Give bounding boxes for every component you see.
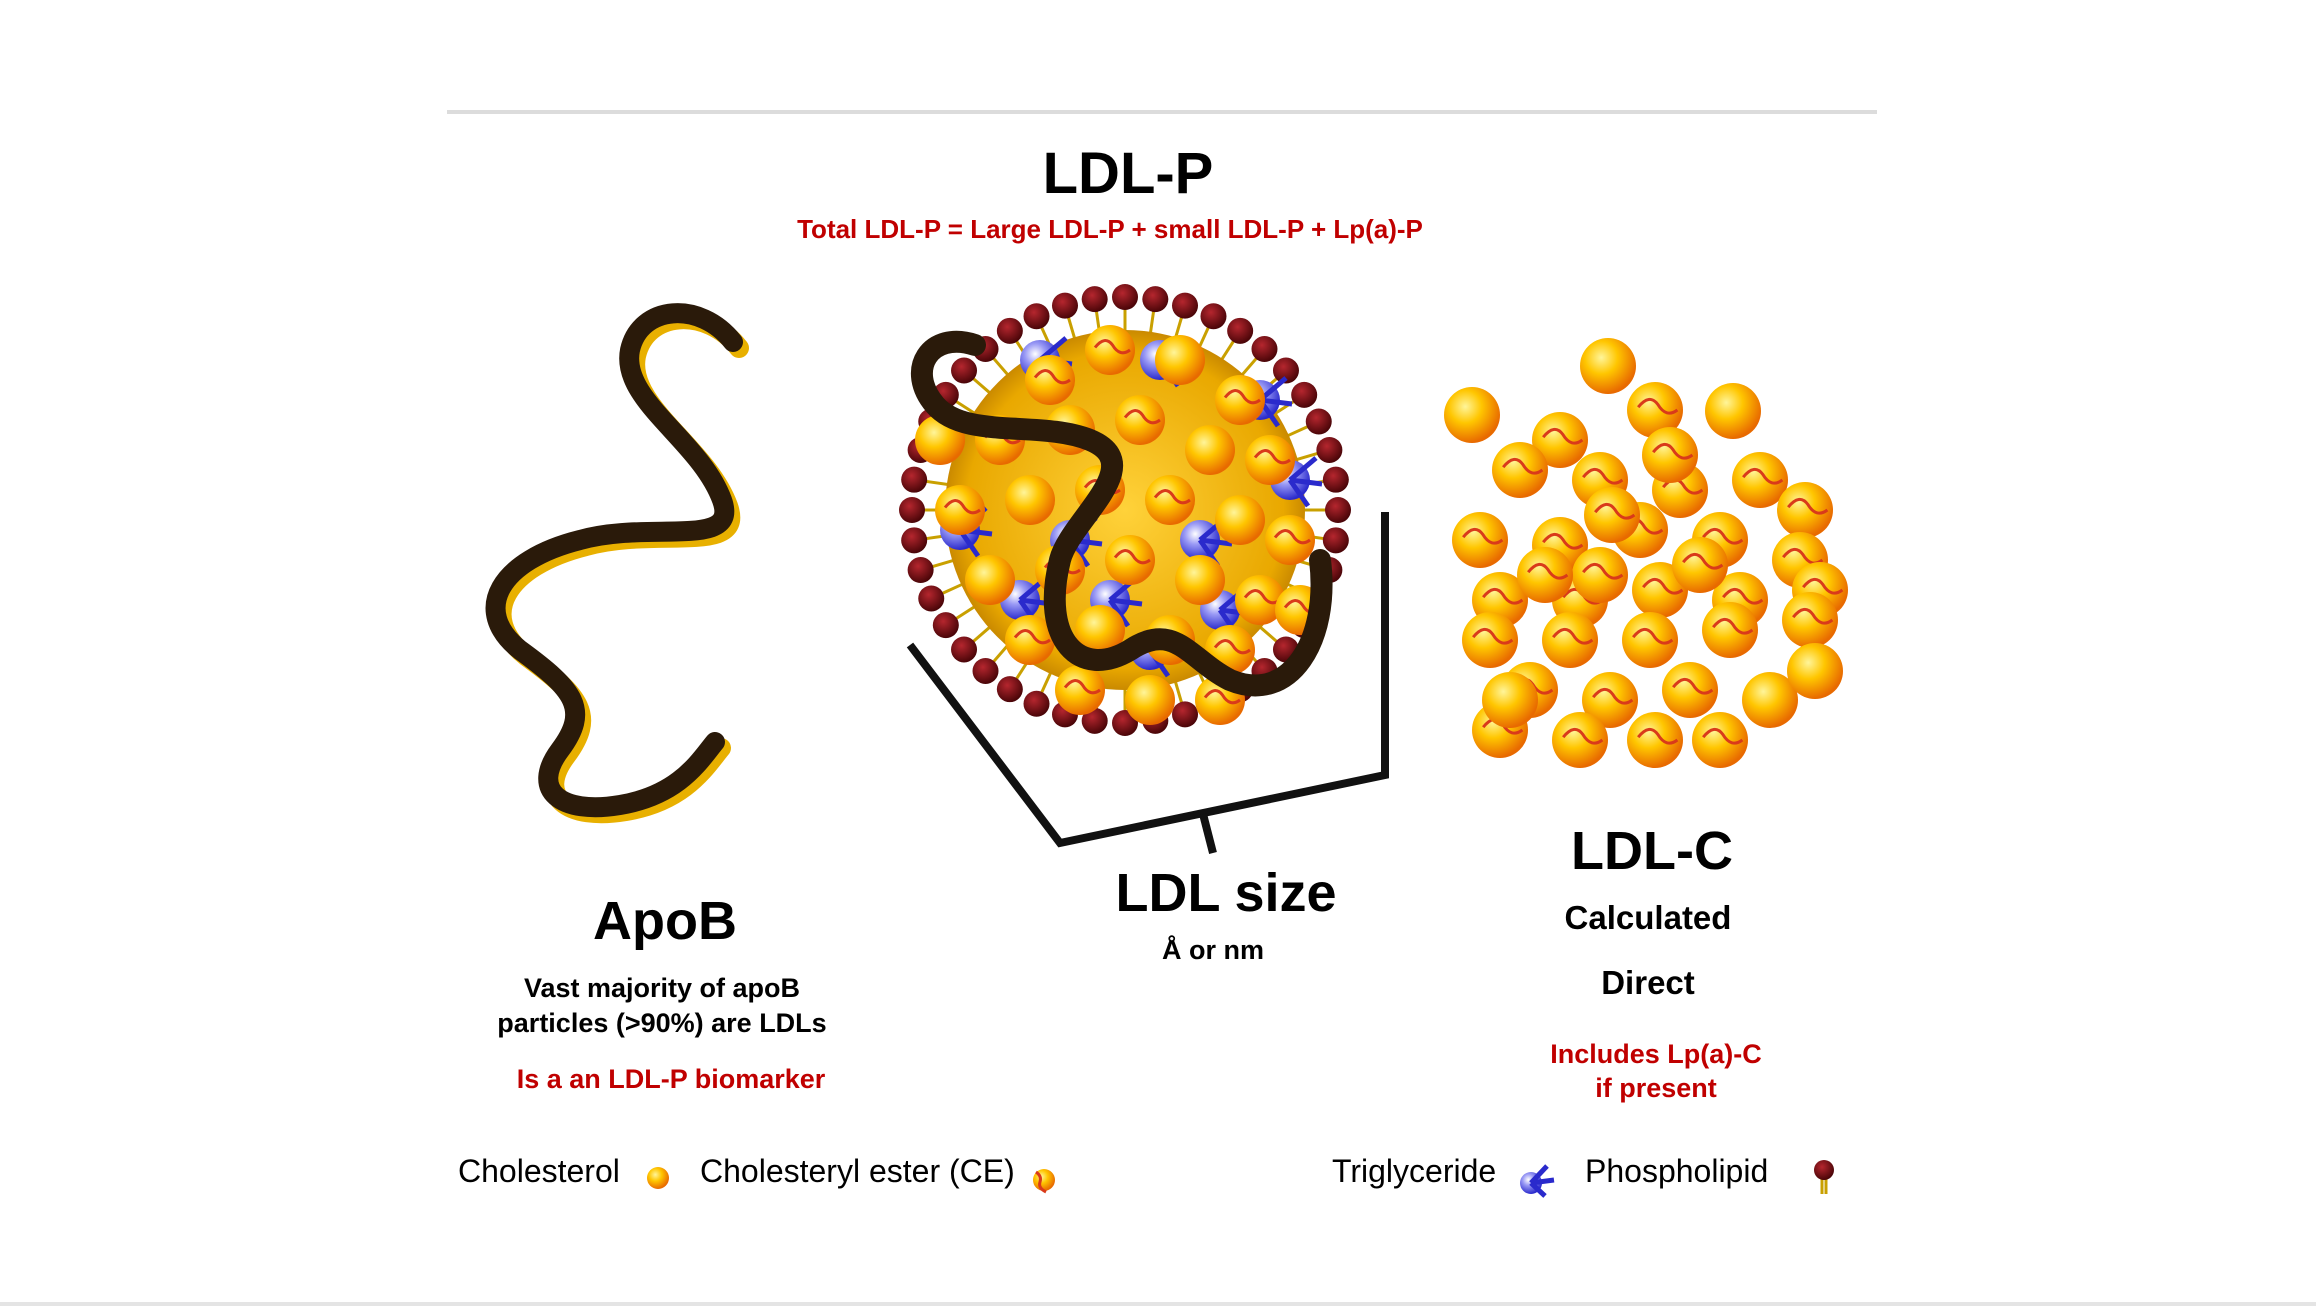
ldl-size-bracket-icon: [906, 512, 1389, 854]
bottom-divider: [0, 1302, 2316, 1306]
apob-strand-icon: [485, 303, 749, 824]
ldl-size-title: LDL size: [1115, 863, 1337, 923]
ldl-c-note-line1: Includes Lp(a)-C: [1550, 1039, 1762, 1069]
ldl-c-title: LDL-C: [1571, 821, 1733, 881]
ldl-size-units: Å or nm: [1161, 935, 1265, 965]
triglyceride-legend-icon: [1520, 1164, 1555, 1198]
legend-ce-label: Cholesteryl ester (CE): [700, 1153, 1015, 1189]
cholesterol-legend-icon: [647, 1167, 669, 1189]
legend-cholesterol-label: Cholesterol: [458, 1153, 620, 1189]
apob-description-line2: particles (>90%) are LDLs: [497, 1008, 827, 1038]
ldl-cholesterol-cluster-icon: [1444, 338, 1848, 768]
ldl-c-note-line2: if present: [1595, 1073, 1717, 1103]
top-divider: [447, 110, 1877, 114]
page-title: LDL-P: [1042, 141, 1214, 206]
apob-biomarker-note: Is a an LDL-P biomarker: [516, 1064, 826, 1094]
apob-description-line1: Vast majority of apoB: [523, 973, 801, 1003]
phospholipid-legend-icon: [1814, 1160, 1834, 1194]
legend-triglyceride-label: Triglyceride: [1332, 1153, 1497, 1189]
apob-title: ApoB: [593, 891, 737, 951]
legend-phospholipid-label: Phospholipid: [1585, 1153, 1769, 1189]
ldl-p-formula: Total LDL-P = Large LDL-P + small LDL-P …: [797, 214, 1423, 244]
ldl-particle-icon: [899, 284, 1351, 736]
ldl-c-method-direct: Direct: [1601, 964, 1695, 1001]
ldl-c-method-calculated: Calculated: [1564, 899, 1732, 936]
cholesteryl-ester-legend-icon: [1033, 1169, 1055, 1194]
